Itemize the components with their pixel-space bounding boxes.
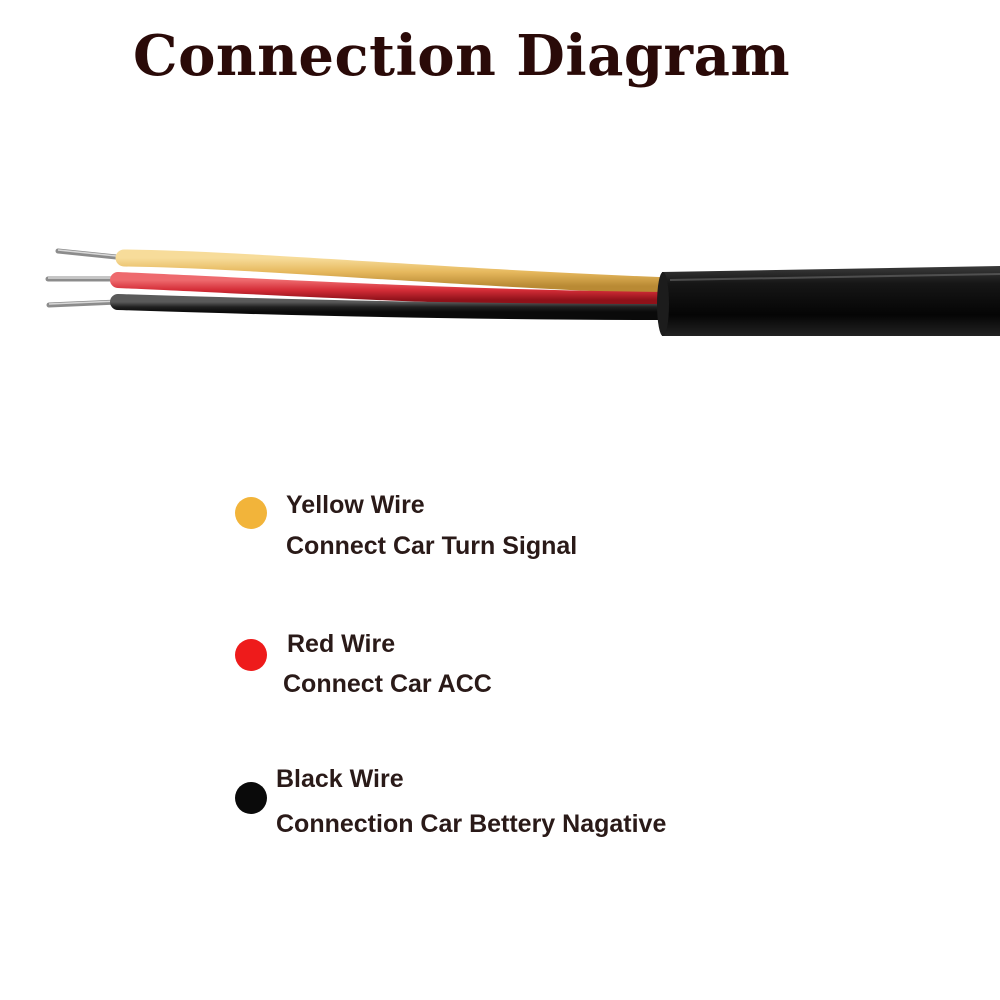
yellow-wire	[115, 249, 679, 295]
black-conductor-tip	[46, 299, 121, 308]
cable-illustration	[45, 248, 1000, 336]
page-title: Connection Diagram	[133, 23, 791, 89]
red-dot-icon	[235, 639, 267, 671]
black-wire	[110, 294, 678, 320]
yellow-wire-label: Yellow Wire	[286, 491, 425, 519]
yellow-wire-description: Connect Car Turn Signal	[286, 532, 578, 560]
red-wire-label: Red Wire	[287, 630, 396, 658]
yellow-dot-icon	[235, 497, 267, 529]
cable-jacket	[657, 266, 1000, 336]
black-dot-icon	[235, 782, 267, 814]
red-wire-description: Connect Car ACC	[283, 670, 492, 698]
yellow-conductor-tip	[55, 248, 129, 261]
black-wire-label: Black Wire	[276, 765, 404, 793]
red-conductor-tip	[45, 276, 121, 282]
red-wire	[110, 272, 678, 308]
black-wire-description: Connection Car Bettery Nagative	[276, 810, 667, 838]
